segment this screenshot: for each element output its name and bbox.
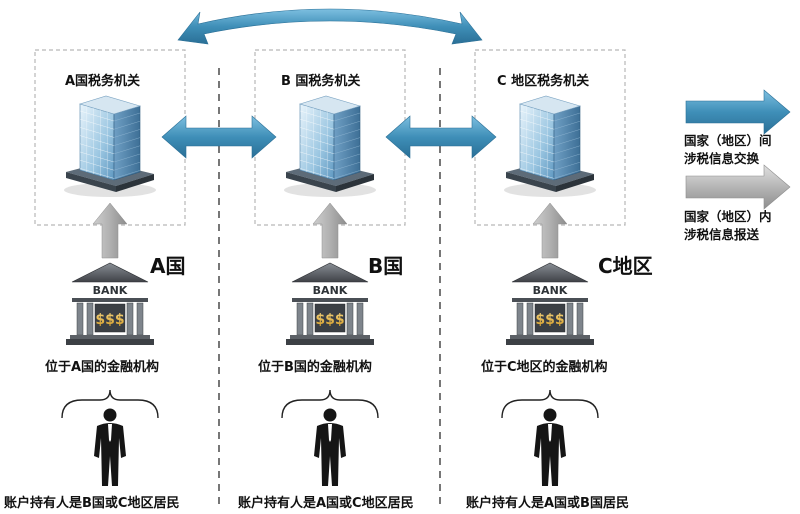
authority-label-c: C 地区税务机关 [497,74,590,89]
office-building-icon-a [64,95,156,197]
bank-icon-c: BANK $$$ [506,262,594,345]
report-arrow-a [92,202,128,259]
exchange-arrow-a-b [161,115,277,159]
bank-icon-a: BANK $$$ [66,262,154,345]
region-label-b: B国 [368,254,404,278]
exchange-arrow-b-c [385,115,497,159]
bank-money-c: $$$ [535,312,564,328]
brace-c [501,389,599,419]
account-holder-icon-b [314,408,346,486]
brace-b [281,389,379,419]
legend-exchange-text: 国家（地区）间 涉税信息交换 [684,132,772,168]
bank-icon-b: BANK $$$ [286,262,374,345]
region-label-a: A国 [150,254,186,278]
legend-exchange-line2: 涉税信息交换 [684,151,760,166]
account-holder-icon-c [534,408,566,486]
institution-label-b: 位于B国的金融机构 [258,360,372,375]
report-arrow-c [532,202,568,259]
legend-exchange-line1: 国家（地区）间 [684,133,772,148]
holder-label-b: 账户持有人是A国或C地区居民 [238,496,414,511]
bank-text-a: BANK [93,284,128,297]
legend-report-line1: 国家（地区）内 [684,209,772,224]
authority-label-b: B 国税务机关 [281,74,361,89]
institution-label-c: 位于C地区的金融机构 [481,360,608,375]
region-label-c: C地区 [598,254,653,278]
legend-report-arrow [685,164,791,210]
account-holder-icon-a [94,408,126,486]
report-arrow-b [312,202,348,259]
legend-report-line2: 涉税信息报送 [684,227,760,242]
office-building-icon-b [284,95,376,197]
holder-label-c: 账户持有人是A国或B国居民 [466,496,629,511]
bank-text-c: BANK [533,284,568,297]
legend-report-text: 国家（地区）内 涉税信息报送 [684,208,772,244]
bank-money-b: $$$ [315,312,344,328]
brace-a [61,389,159,419]
office-building-icon-c [504,95,596,197]
institution-label-a: 位于A国的金融机构 [45,360,160,375]
holder-label-a: 账户持有人是B国或C地区居民 [4,496,180,511]
bank-text-b: BANK [313,284,348,297]
arc-exchange-arrow-a-c [177,8,483,45]
authority-label-a: A国税务机关 [65,74,141,89]
legend-exchange-arrow [685,89,791,135]
bank-money-a: $$$ [95,312,124,328]
